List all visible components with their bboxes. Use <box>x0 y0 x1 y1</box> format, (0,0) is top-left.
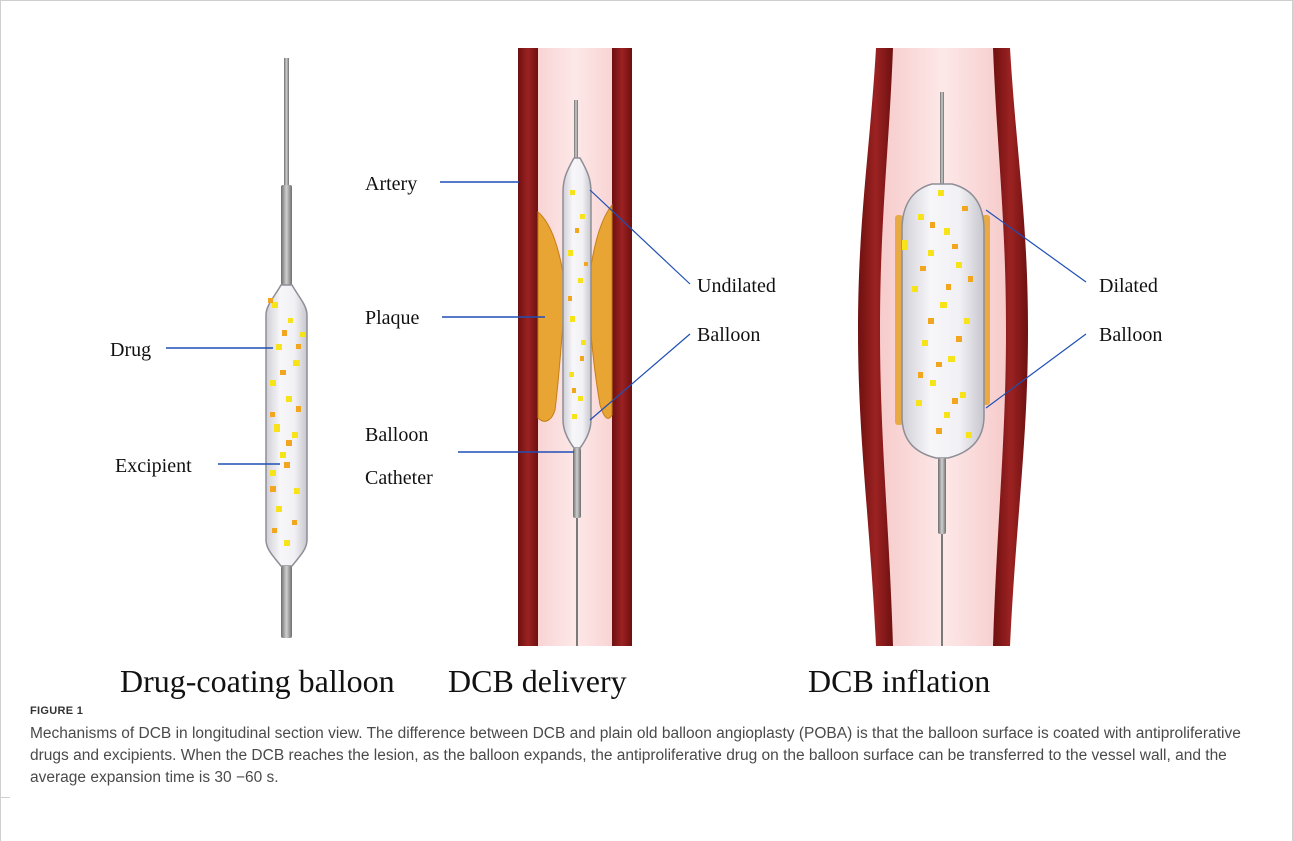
panel-title-dcb-delivery: DCB delivery <box>448 663 627 699</box>
dilated-balloon <box>902 184 984 458</box>
inflation-guide-wire-bottom <box>941 534 943 646</box>
dcb-mechanism-diagram: Drug Excipient Drug-coating balloon Arte… <box>0 0 1293 700</box>
panel-dcb-inflation: Dilated Balloon DCB inflation <box>808 48 1162 699</box>
guide-wire-top <box>574 100 578 158</box>
dilated-label: Dilated <box>1099 275 1158 297</box>
panel-title-drug-coating-balloon: Drug-coating balloon <box>120 663 395 699</box>
excipient-label: Excipient <box>115 455 192 477</box>
artery-wall-right <box>612 48 632 646</box>
balloon-body <box>266 285 307 566</box>
guide-wire <box>284 58 289 188</box>
catheter-shaft-lower <box>281 566 292 638</box>
catheter-label: Catheter <box>365 467 433 489</box>
inflation-guide-wire-top <box>940 92 944 184</box>
figure-caption: Mechanisms of DCB in longitudinal sectio… <box>30 723 1270 789</box>
panel-drug-coating-balloon: Drug Excipient Drug-coating balloon <box>110 58 395 699</box>
artery-label: Artery <box>365 173 417 195</box>
catheter-shaft-upper <box>281 185 292 285</box>
inflation-balloon-label: Balloon <box>1099 324 1162 346</box>
plaque-label: Plaque <box>365 307 420 329</box>
undilated-label: Undilated <box>697 275 776 297</box>
figure-number: FIGURE 1 <box>30 705 83 717</box>
frame-corner <box>0 797 10 798</box>
drug-label: Drug <box>110 339 151 361</box>
balloon-label-right: Balloon <box>697 324 760 346</box>
guide-wire-bottom <box>576 518 578 646</box>
catheter <box>573 448 581 518</box>
undilated-balloon <box>563 158 591 448</box>
panel-dcb-delivery: Artery Plaque Balloon Catheter Undilated… <box>365 48 776 699</box>
panel-title-dcb-inflation: DCB inflation <box>808 663 990 699</box>
artery-wall-left <box>518 48 538 646</box>
inflation-catheter <box>938 458 946 534</box>
balloon-label: Balloon <box>365 424 428 446</box>
